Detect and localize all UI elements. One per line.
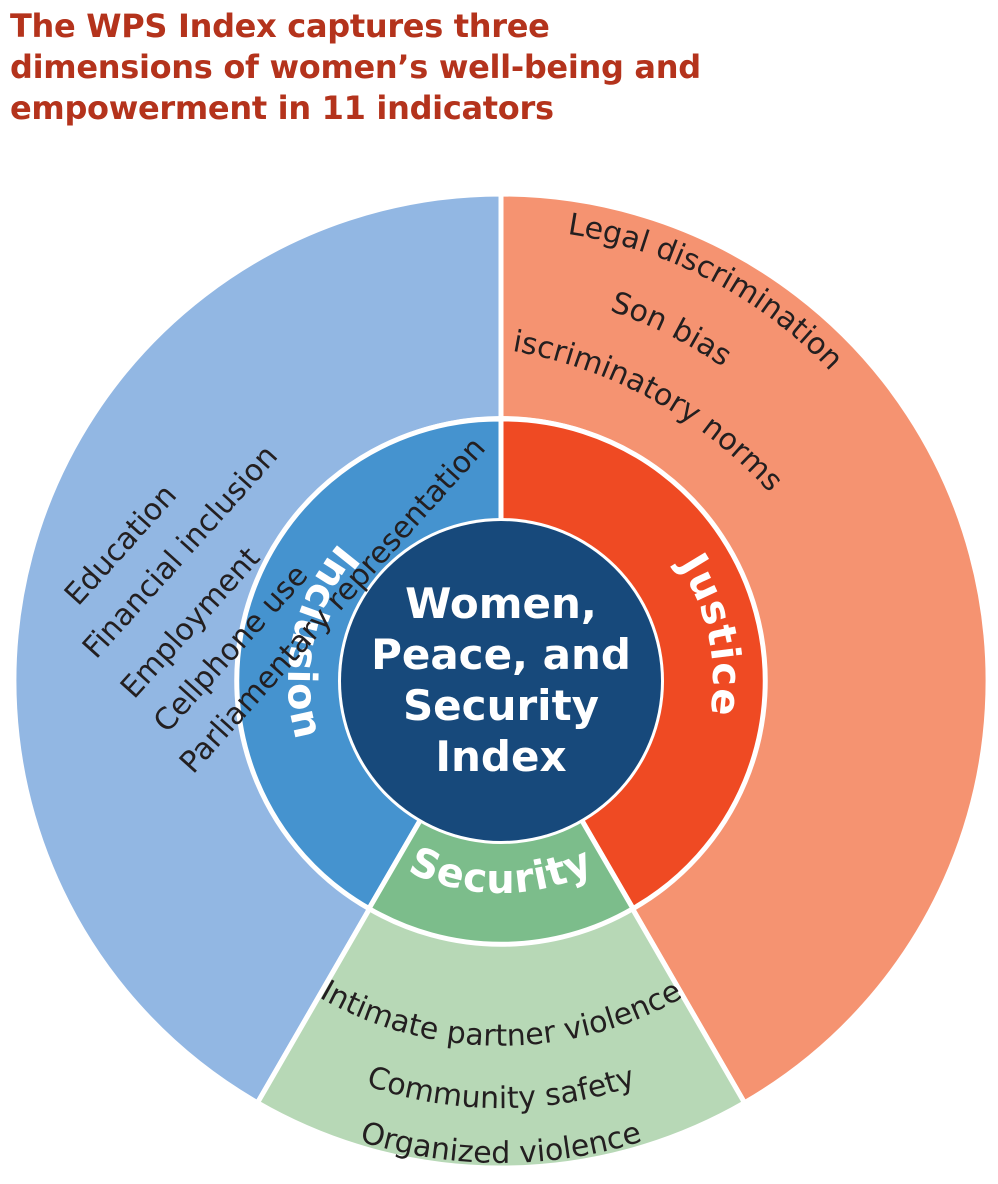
- center-circle: [341, 521, 661, 841]
- title-line-3: empowerment in 11 indicators: [10, 89, 554, 127]
- center-label-line-4: Index: [435, 732, 566, 781]
- center-label-line-2: Peace, and: [371, 630, 631, 679]
- title-line-2: dimensions of women’s well-being and: [10, 48, 701, 86]
- center-label-line-1: Women,: [405, 579, 597, 628]
- page-title: The WPS Index captures three dimensions …: [10, 6, 710, 129]
- title-line-1: The WPS Index captures three: [10, 7, 550, 45]
- center-label-line-3: Security: [403, 681, 599, 730]
